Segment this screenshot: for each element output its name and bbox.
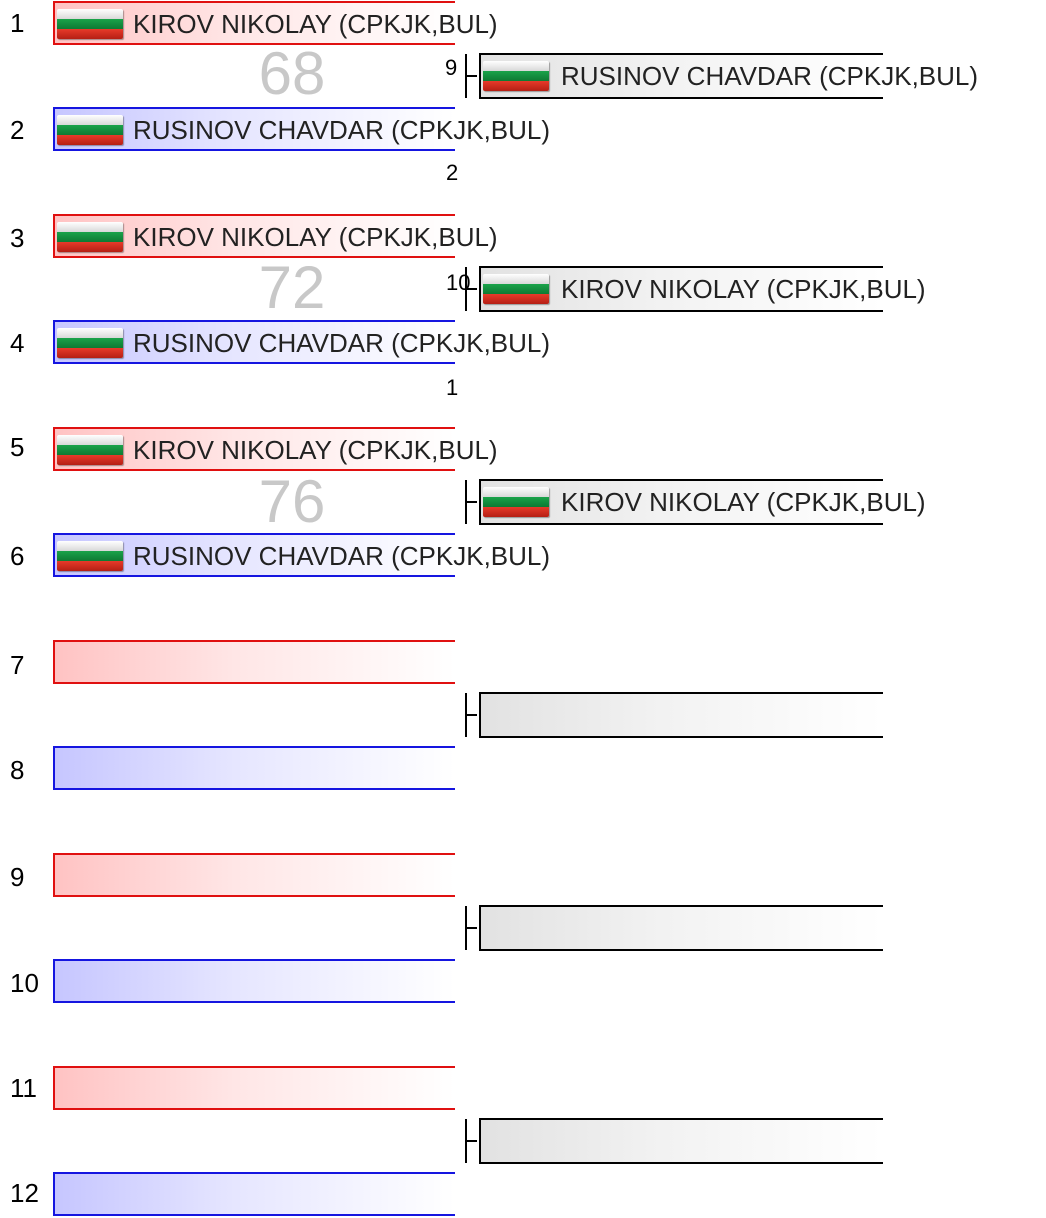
winner-slot[interactable]: KIROV NIKOLAY (CPKJK,BUL) — [479, 479, 926, 525]
bracket-connector — [463, 267, 477, 311]
bracket-connector — [463, 906, 477, 950]
seed-number: 5 — [10, 432, 25, 462]
competitor-name: KIROV NIKOLAY (CPKJK,BUL) — [133, 9, 498, 39]
red-competitor-slot[interactable]: KIROV NIKOLAY (CPKJK,BUL) — [53, 1, 498, 45]
bulgaria-flag-icon — [483, 487, 549, 517]
seed-number: 1 — [10, 8, 25, 38]
bulgaria-flag-icon — [57, 9, 123, 39]
bracket-connector — [463, 54, 477, 98]
score-top: 10 — [446, 270, 471, 295]
winner-slot[interactable] — [479, 692, 883, 738]
score-bottom: 2 — [446, 160, 459, 185]
competitor-name: RUSINOV CHAVDAR (CPKJK,BUL) — [133, 541, 551, 571]
winner-name: RUSINOV CHAVDAR (CPKJK,BUL) — [561, 61, 979, 91]
score-top: 9 — [445, 55, 458, 80]
competitor-name: KIROV NIKOLAY (CPKJK,BUL) — [133, 222, 498, 252]
score-bottom: 1 — [446, 375, 459, 400]
blue-competitor-slot[interactable] — [53, 746, 455, 790]
bulgaria-flag-icon — [57, 435, 123, 465]
blue-competitor-slot[interactable] — [53, 959, 455, 1003]
blue-competitor-slot[interactable]: RUSINOV CHAVDAR (CPKJK,BUL) — [53, 320, 550, 364]
winner-slot[interactable] — [479, 905, 883, 951]
bulgaria-flag-icon — [483, 61, 549, 91]
seed-number: 2 — [10, 115, 25, 145]
blue-competitor-slot[interactable] — [53, 1172, 455, 1216]
competitor-name: KIROV NIKOLAY (CPKJK,BUL) — [133, 435, 498, 465]
seed-number: 8 — [10, 755, 25, 785]
competitor-name: RUSINOV CHAVDAR (CPKJK,BUL) — [133, 328, 551, 358]
red-competitor-slot[interactable] — [53, 640, 455, 684]
winner-slot[interactable]: RUSINOV CHAVDAR (CPKJK,BUL) — [479, 53, 978, 99]
seed-number: 4 — [10, 328, 25, 358]
bout-number: 68 — [258, 40, 326, 107]
blue-competitor-slot[interactable]: RUSINOV CHAVDAR (CPKJK,BUL) — [53, 107, 550, 151]
bracket-connector — [463, 480, 477, 524]
competitor-name: RUSINOV CHAVDAR (CPKJK,BUL) — [133, 115, 551, 145]
seed-number: 11 — [10, 1073, 37, 1103]
red-competitor-slot[interactable] — [53, 1066, 455, 1110]
blue-competitor-slot[interactable]: RUSINOV CHAVDAR (CPKJK,BUL) — [53, 533, 550, 577]
red-competitor-slot[interactable]: KIROV NIKOLAY (CPKJK,BUL) — [53, 214, 498, 258]
winner-name: KIROV NIKOLAY (CPKJK,BUL) — [561, 274, 926, 304]
winner-slot[interactable]: KIROV NIKOLAY (CPKJK,BUL) — [479, 266, 926, 312]
winner-slot[interactable] — [479, 1118, 883, 1164]
winner-name: KIROV NIKOLAY (CPKJK,BUL) — [561, 487, 926, 517]
seed-number: 9 — [10, 862, 25, 892]
bulgaria-flag-icon — [57, 541, 123, 571]
bulgaria-flag-icon — [57, 115, 123, 145]
seed-number: 3 — [10, 223, 25, 253]
bracket-connector — [463, 1119, 477, 1163]
seed-number: 7 — [10, 650, 25, 680]
seed-number: 10 — [10, 968, 39, 998]
seed-number: 6 — [10, 541, 25, 571]
bracket-connector — [463, 693, 477, 737]
red-competitor-slot[interactable]: KIROV NIKOLAY (CPKJK,BUL) — [53, 427, 498, 471]
seed-number: 12 — [10, 1178, 39, 1208]
bout-number: 76 — [258, 468, 326, 535]
bout-number: 72 — [258, 254, 326, 321]
bulgaria-flag-icon — [57, 328, 123, 358]
bulgaria-flag-icon — [483, 274, 549, 304]
bulgaria-flag-icon — [57, 222, 123, 252]
red-competitor-slot[interactable] — [53, 853, 455, 897]
